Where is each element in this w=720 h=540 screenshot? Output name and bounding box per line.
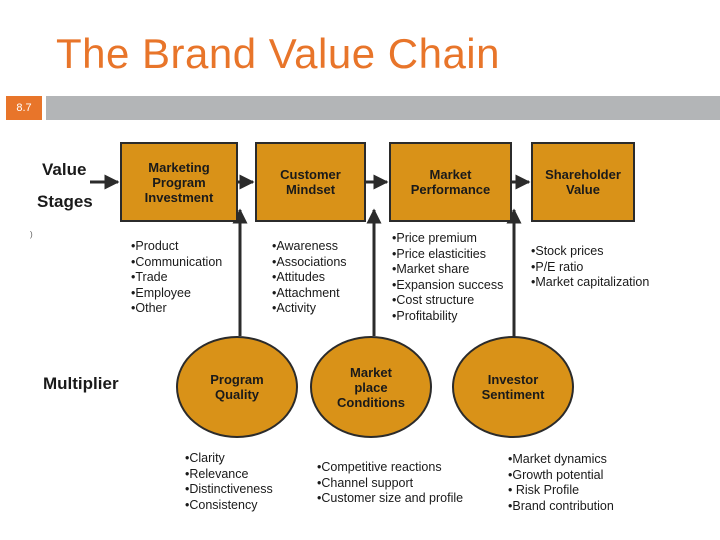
- value-label: Value: [42, 160, 87, 179]
- bullet-item: •Price premium: [392, 231, 477, 245]
- bullet-item: •Communication: [131, 254, 223, 269]
- bullet-item: •Consistency: [185, 497, 258, 512]
- bullet-item: •Market share: [392, 262, 470, 276]
- bullet-item: •Growth potential: [508, 467, 604, 482]
- bullet-item: •Brand contribution: [508, 498, 614, 513]
- bullet-item: •Distinctiveness: [185, 482, 273, 496]
- title-divider-bar: [46, 96, 720, 120]
- bullet-item: •Market capitalization: [531, 275, 650, 289]
- bullet-item: •Competitive reactions: [317, 460, 442, 474]
- bullet-item: • Risk Profile: [508, 483, 580, 497]
- bullet-item: •Trade: [131, 270, 168, 284]
- slide-number-badge: 8.7: [6, 96, 42, 120]
- bullets-investor-sentiment: •Market dynamics •Growth potential • Ris…: [508, 452, 614, 514]
- bullet-item: •P/E ratio: [531, 259, 584, 274]
- bullet-item: •Channel support: [317, 475, 414, 490]
- bullet-item: •Clarity: [185, 451, 225, 465]
- bullet-item: •Stock prices: [531, 244, 604, 258]
- bullets-marketplace-conditions: •Competitive reactions •Channel support …: [317, 460, 463, 507]
- bullet-item: •Attachment: [272, 285, 340, 300]
- bullets-market-performance: •Price premium •Price elasticities •Mark…: [392, 231, 503, 324]
- bullet-item: •Activity: [272, 301, 316, 315]
- bullet-item: •Employee: [131, 285, 191, 300]
- bullet-item: •Attitudes: [272, 270, 326, 284]
- bullet-item: •Customer size and profile: [317, 491, 464, 505]
- bullet-item: •Cost structure: [392, 293, 475, 307]
- bullet-item: •Awareness: [272, 239, 338, 253]
- bullet-item: •Market dynamics: [508, 452, 607, 466]
- stage-box-customer-mindset: Customer Mindset: [255, 142, 366, 222]
- stray-mark: ): [30, 230, 33, 239]
- stages-label: Stages: [37, 192, 93, 211]
- bullet-item: •Product: [131, 239, 179, 253]
- multiplier-label: Multiplier: [43, 374, 119, 393]
- stage-box-market-performance: Market Performance: [389, 142, 512, 222]
- bullet-item: •Associations: [272, 254, 347, 269]
- bullets-shareholder-value: •Stock prices •P/E ratio •Market capital…: [531, 244, 649, 291]
- bullets-program-quality: •Clarity •Relevance •Distinctiveness •Co…: [185, 451, 273, 513]
- bullet-item: •Profitability: [392, 308, 458, 323]
- multiplier-circle-program-quality: Program Quality: [176, 336, 298, 438]
- multiplier-circle-marketplace-conditions: Market place Conditions: [310, 336, 432, 438]
- bullets-customer-mindset: •Awareness •Associations •Attitudes •Att…: [272, 239, 347, 317]
- slide-title: The Brand Value Chain: [56, 30, 500, 77]
- stage-box-shareholder-value: Shareholder Value: [531, 142, 635, 222]
- stage-box-marketing-program-investment: Marketing Program Investment: [120, 142, 238, 222]
- bullets-marketing-program-investment: •Product •Communication •Trade •Employee…: [131, 239, 222, 317]
- multiplier-circle-investor-sentiment: Investor Sentiment: [452, 336, 574, 438]
- bullet-item: •Price elasticities: [392, 246, 486, 261]
- bullet-item: •Relevance: [185, 466, 249, 481]
- bullet-item: •Other: [131, 301, 167, 315]
- bullet-item: •Expansion success: [392, 277, 504, 292]
